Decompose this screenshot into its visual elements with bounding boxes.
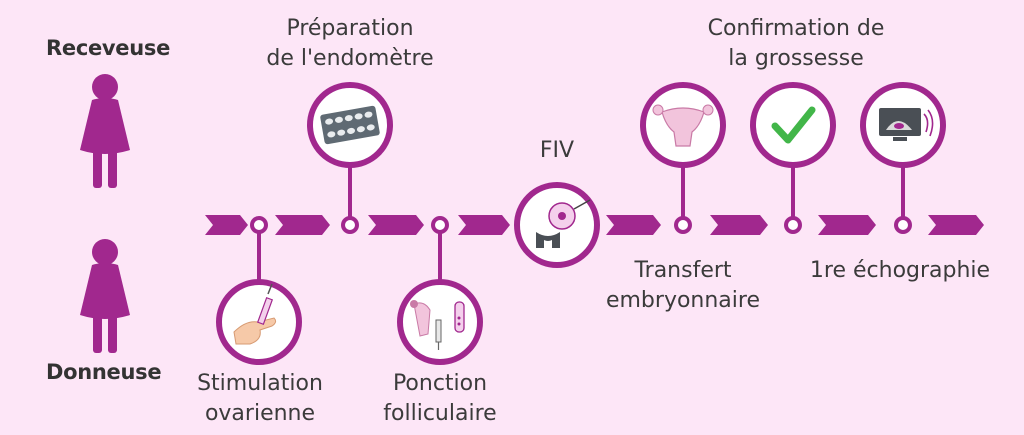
connectors	[257, 165, 905, 282]
microinjection-icon	[514, 182, 600, 268]
recipient-figure-icon	[80, 74, 130, 188]
timeline-arrow	[458, 215, 510, 235]
ultrasound-monitor-icon	[860, 82, 946, 168]
uterus-icon	[640, 82, 726, 168]
timeline-arrow	[606, 215, 661, 235]
donor-label: Donneuse	[46, 360, 162, 384]
syringe-hand-icon	[216, 279, 302, 365]
check-mark-icon	[750, 82, 836, 168]
timeline-arrow	[368, 215, 424, 235]
step-label-ivf: FIV	[539, 138, 575, 163]
timeline-arrow	[275, 215, 330, 235]
timeline-arrow	[818, 215, 876, 235]
timeline-arrow	[928, 215, 984, 235]
step-label-transfer: Transfert embryonnaire	[605, 258, 761, 313]
donor-figure-icon	[80, 239, 130, 353]
timeline-arrows	[205, 215, 984, 235]
pill-blister-icon	[307, 82, 393, 168]
timeline-arrow	[205, 215, 248, 235]
uterus-syringe-tube-icon	[397, 279, 483, 365]
step-label-pregnancy: Confirmation de la grossesse	[707, 16, 885, 71]
timeline-nodes	[250, 216, 912, 234]
step-label-ultrasound: 1re échographie	[809, 258, 991, 283]
timeline-arrow	[710, 215, 768, 235]
step-label-endometrium: Préparation de l'endomètre	[266, 16, 434, 71]
step-label-puncture: Ponction folliculaire	[383, 371, 497, 426]
recipient-label: Receveuse	[46, 36, 171, 60]
step-label-stimulation: Stimulation ovarienne	[197, 371, 323, 426]
